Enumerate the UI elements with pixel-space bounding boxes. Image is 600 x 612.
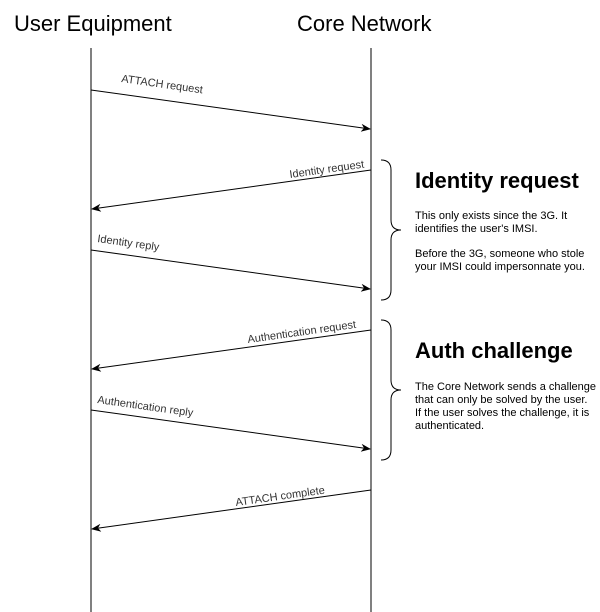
message-label: Identity reply [97,233,161,254]
message-authentication-request: Authentication request [91,319,372,372]
message-attach-request: ATTACH request [90,73,371,132]
section-title-identity: Identity request [415,168,579,193]
message-label: Authentication reply [97,394,195,419]
note-identity: This only exists since the 3G. It identi… [415,210,597,274]
message-identity-reply: Identity reply [90,233,371,292]
actor-user-equipment: User Equipment [14,11,172,36]
message-identity-request: Identity request [91,159,372,212]
brace-auth [380,319,402,461]
section-title-auth: Auth challenge [415,338,573,363]
note-paragraph: The Core Network sends a challenge that … [415,381,596,406]
message-label: Authentication request [247,319,357,346]
note-paragraph: This only exists since the 3G. It identi… [415,210,568,235]
message-label: ATTACH complete [235,485,326,509]
note-paragraph: Before the 3G, someone who stole your IM… [415,248,585,273]
message-attach-complete: ATTACH complete [91,485,372,532]
note-paragraph: If the user solves the challenge, it is … [415,407,590,432]
note-auth: The Core Network sends a challenge that … [415,381,597,433]
brace-identity [380,159,402,301]
message-label: ATTACH request [121,73,204,96]
message-label: Identity request [289,159,365,181]
message-authentication-reply: Authentication reply [90,394,371,452]
actor-core-network: Core Network [297,11,432,36]
